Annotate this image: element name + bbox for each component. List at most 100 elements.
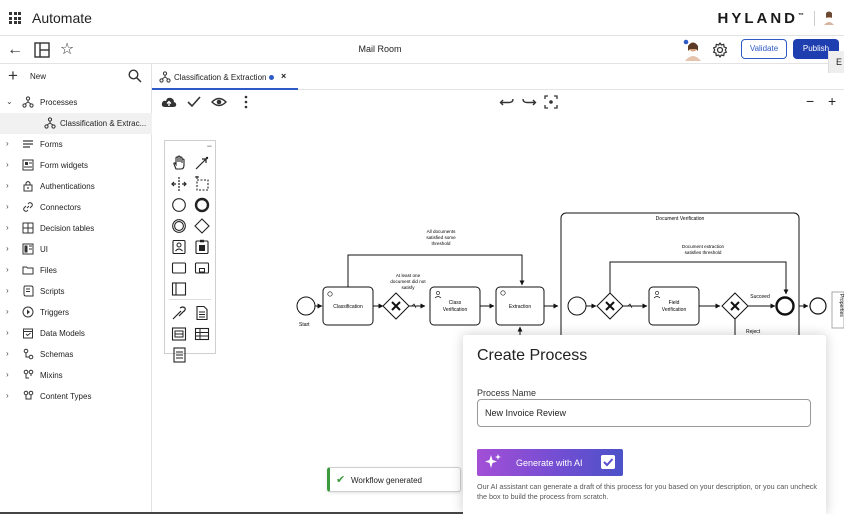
eye-icon[interactable] (211, 94, 227, 110)
start-event-icon[interactable] (171, 197, 187, 213)
note-at-least-line-2: document did not (390, 279, 426, 284)
image-task-icon[interactable] (171, 326, 187, 342)
sidebar-item-classification-extrac[interactable]: Classification & Extrac... (0, 113, 152, 134)
gateway-icon[interactable] (194, 218, 210, 234)
chevron-right-icon[interactable]: › (6, 139, 9, 148)
chevron-right-icon[interactable]: › (6, 181, 9, 190)
zoom-in-icon[interactable]: + (828, 93, 837, 109)
chevron-right-icon[interactable]: › (6, 223, 9, 232)
folder-icon (22, 266, 34, 275)
chevron-right-icon[interactable]: › (6, 286, 9, 295)
task-icon[interactable] (171, 260, 187, 276)
intermediate-event-icon[interactable] (171, 218, 187, 234)
pool-icon[interactable] (171, 281, 187, 297)
publish-button[interactable]: Publish (793, 39, 839, 59)
chevron-right-icon[interactable]: › (6, 202, 9, 211)
sidebar-item-content-types[interactable]: › Content Types (0, 386, 152, 407)
exclusive-gateway[interactable] (382, 292, 410, 320)
plus-icon[interactable]: + (8, 66, 18, 85)
collapse-palette-icon[interactable]: − (206, 141, 212, 151)
chevron-down-icon[interactable]: ⌄ (6, 97, 13, 106)
sidebar-item-data-models[interactable]: ›Data Models (0, 323, 152, 344)
lasso-tool-icon[interactable] (194, 176, 210, 192)
table-task-icon[interactable] (194, 326, 210, 342)
user-avatar-icon[interactable] (822, 10, 836, 26)
chevron-right-icon[interactable]: › (6, 244, 9, 253)
sidebar-item-scripts[interactable]: ›Scripts (0, 281, 152, 302)
sidebar-item-authentications[interactable]: ›Authentications (0, 176, 152, 197)
process-header-bar: ← ☆ Mail Room Validate Publish (0, 36, 844, 64)
note-all-docs-line-3: threshold (432, 241, 451, 246)
properties-panel-tab[interactable] (831, 291, 844, 329)
subprocess-icon[interactable] (194, 260, 210, 276)
right-panel-tab[interactable]: E (828, 51, 844, 73)
collaborator-avatar[interactable] (683, 39, 703, 61)
connect-tool-icon[interactable] (194, 155, 210, 171)
chevron-right-icon[interactable]: › (6, 307, 9, 316)
process-name-input[interactable] (477, 399, 811, 427)
classification-task[interactable] (322, 286, 374, 326)
script-task-icon[interactable] (171, 305, 187, 321)
chevron-right-icon[interactable]: › (6, 370, 9, 379)
user-task-icon[interactable] (171, 239, 187, 255)
service-task-icon[interactable] (194, 239, 210, 255)
sidebar-item-label: Content Types (40, 392, 92, 401)
sidebar-item-schemas[interactable]: ›Schemas (0, 344, 152, 365)
sidebar-item-forms[interactable]: ›Forms (0, 134, 152, 155)
tab-label: Classification & Extraction (174, 73, 267, 82)
close-icon[interactable]: × (281, 71, 287, 81)
subprocess-start-event[interactable] (567, 296, 587, 316)
chevron-right-icon[interactable]: › (6, 160, 9, 169)
sidebar-item-label: Decision tables (40, 224, 95, 233)
validate-button[interactable]: Validate (741, 39, 787, 59)
layout-panel-icon[interactable] (33, 41, 51, 59)
data-model-icon (23, 328, 33, 339)
hand-tool-icon[interactable] (171, 155, 187, 171)
star-icon[interactable]: ☆ (59, 41, 75, 58)
note-all-docs-line-2: satisfied some (426, 235, 456, 240)
sidebar-item-label: Mixins (40, 371, 63, 380)
sidebar-item-connectors[interactable]: ›Connectors (0, 197, 152, 218)
redo-icon[interactable] (521, 94, 537, 110)
document-icon[interactable] (194, 305, 210, 321)
chevron-right-icon[interactable]: › (6, 265, 9, 274)
tab-classification-extraction[interactable]: Classification & Extraction × (152, 64, 298, 90)
undo-icon[interactable] (499, 94, 515, 110)
cloud-upload-icon[interactable] (161, 94, 177, 110)
zoom-out-icon[interactable]: − (806, 93, 815, 109)
generate-with-ai-button[interactable]: Generate with AI (477, 449, 623, 476)
sidebar-item-decision-tables[interactable]: › Decision tables (0, 218, 152, 239)
fit-to-screen-icon[interactable] (543, 94, 559, 110)
more-vertical-icon[interactable] (238, 94, 254, 110)
extraction-task[interactable] (495, 286, 545, 326)
chevron-right-icon[interactable]: › (6, 349, 9, 358)
app-title: Automate (32, 10, 92, 26)
sidebar-item-files[interactable]: ›Files (0, 260, 152, 281)
gear-icon[interactable] (711, 41, 729, 59)
back-arrow-icon[interactable]: ← (7, 41, 23, 58)
sidebar-item-processes[interactable]: ⌄Processes (0, 92, 152, 113)
start-label: Start (299, 322, 310, 328)
sidebar-item-form-widgets[interactable]: ›Form widgets (0, 155, 152, 176)
app-launcher-icon[interactable] (9, 12, 21, 24)
start-event[interactable] (296, 296, 316, 316)
generate-with-ai-checkbox[interactable] (601, 455, 615, 469)
new-button[interactable]: New (30, 72, 47, 81)
field-verification-task[interactable] (648, 286, 700, 326)
sidebar-item-triggers[interactable]: ›Triggers (0, 302, 152, 323)
check-icon[interactable] (186, 94, 202, 110)
sidebar-item-label: Classification & Extrac... (60, 119, 147, 128)
class-verification-task[interactable] (429, 286, 481, 326)
space-tool-icon[interactable] (171, 176, 187, 192)
end-event-icon[interactable] (194, 197, 210, 213)
chevron-right-icon[interactable]: › (6, 391, 9, 400)
sidebar-item-ui[interactable]: ›UI (0, 239, 152, 260)
sidebar-item-mixins[interactable]: › Mixins (0, 365, 152, 386)
subprocess-end-event[interactable] (775, 296, 795, 316)
chevron-right-icon[interactable]: › (6, 328, 9, 337)
bottom-border (0, 512, 463, 514)
ai-help-text: Our AI assistant can generate a draft of… (477, 482, 817, 501)
form-task-icon[interactable] (171, 347, 187, 363)
search-icon[interactable] (128, 69, 142, 83)
widgets-icon (22, 159, 34, 171)
